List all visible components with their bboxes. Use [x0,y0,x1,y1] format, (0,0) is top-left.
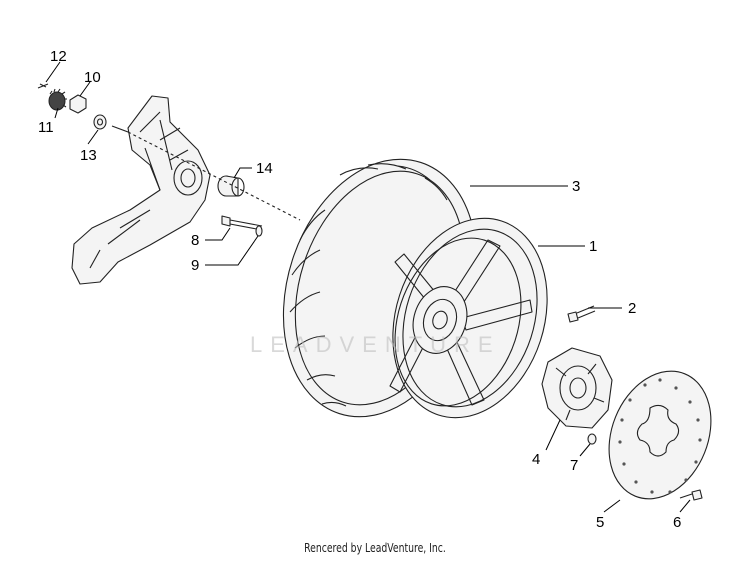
callout-5: 5 [596,514,604,531]
brake-disc [608,370,712,500]
callout-labels: 1 2 3 4 5 6 7 8 9 10 11 12 13 14 [38,48,681,531]
callout-10: 10 [84,69,101,86]
hub-carrier [541,347,613,429]
wheel-rim [389,217,548,419]
callout-2: 2 [628,300,636,317]
spacer-bushing [217,175,245,197]
render-credit: Rencered by LeadVenture, Inc. [304,541,446,555]
watermark: LEADVENTURE [250,332,501,357]
callout-8: 8 [191,232,199,249]
gear-nut [48,88,67,111]
hub-bolt [567,305,596,323]
callout-3: 3 [572,178,580,195]
callout-12: 12 [50,48,67,65]
disc-bolt [679,489,703,501]
callout-7: 7 [570,457,578,474]
callout-14: 14 [256,160,273,177]
swingarm-bracket [71,95,211,285]
bolt [221,215,263,231]
callout-13: 13 [80,147,97,164]
callout-6: 6 [673,514,681,531]
callout-1: 1 [589,238,597,255]
callout-9: 9 [191,257,199,274]
axle-hardware [37,83,301,237]
washer-7 [587,433,597,445]
callout-4: 4 [532,451,540,468]
leader-lines [45,61,691,513]
callout-11: 11 [38,119,54,136]
